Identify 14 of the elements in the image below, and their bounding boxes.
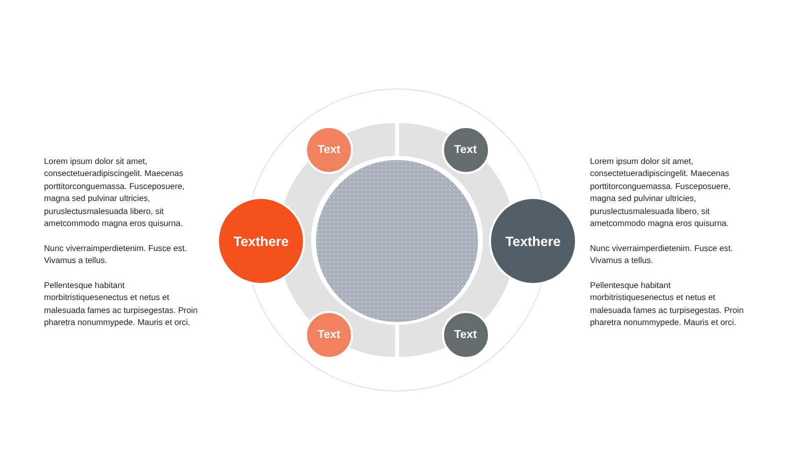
body-paragraph: Lorem ipsum dolor sit amet, consectetueradipiscingelit. Maecenas porttitorconguemassa. Fusceposuere, magna sed pulvinar ultricies, puruslectusmalesuada libero, sit ametcommodo magna eros quisurna. (44, 155, 186, 230)
body-paragraph: Nunc viverraimperdietenim. Fusce est. Vivamus a tellus. (590, 242, 734, 267)
circle-label: Text (454, 328, 477, 340)
body-paragraph: Lorem ipsum dolor sit amet, consectetueradipiscingelit. Maecenas porttitorconguemassa. Fusceposuere, magna sed pulvinar ultricies, puruslectusmalesuada libero, sit ametcommodo magna eros quisurna. (590, 155, 732, 230)
circle-label: Texthere (505, 234, 561, 248)
circle-label: Text (454, 144, 477, 156)
circle-label: Texthere (233, 234, 289, 248)
body-paragraph: Nunc viverraimperdietenim. Fusce est. Vivamus a tellus. (44, 242, 188, 267)
step-circle (305, 310, 353, 358)
body-paragraph: Pellentesque habitant morbitristiquesenectus et netus et malesuada fames ac turpisegestas. Proin pharetra nonummypede. Mauris et orci. (590, 279, 745, 329)
circle-label: Text (318, 144, 340, 156)
circle-label: Text (318, 328, 340, 340)
step-circle (442, 126, 490, 174)
body-paragraph: Pellentesque habitant morbitristiquesenectus et netus et malesuada fames ac turpisegestas. Proin pharetra nonummypede. Mauris et orci. (44, 279, 199, 329)
